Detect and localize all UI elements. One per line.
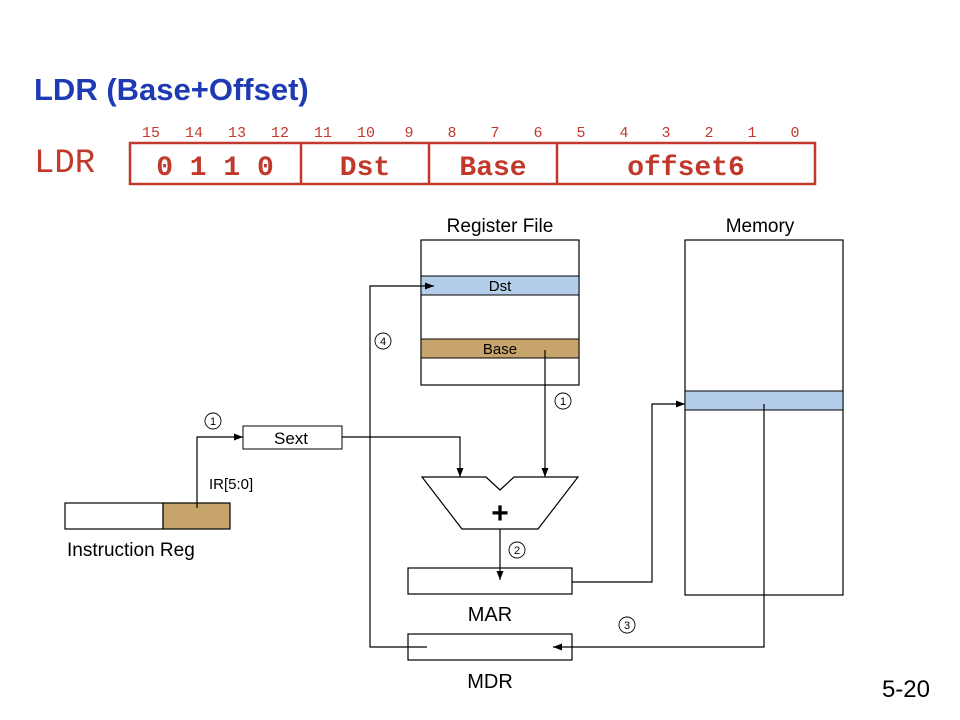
step-label: 1: [210, 416, 216, 428]
bit-number-9: 9: [404, 125, 413, 142]
base-register-label: Base: [483, 341, 517, 358]
slide-title: LDR (Base+Offset): [34, 72, 309, 107]
adder-shape: [420, 476, 580, 530]
sext-label: Sext: [274, 429, 308, 448]
bit-number-3: 3: [661, 125, 670, 142]
wire-memory-to-mdr: [553, 404, 765, 651]
register-file: Register File Dst Base: [420, 216, 580, 386]
field-opcode: 0 1 1 0: [156, 153, 274, 184]
encoding-mnemonic: LDR: [34, 145, 95, 183]
bit-number-12: 12: [271, 125, 289, 142]
bit-number-8: 8: [447, 125, 456, 142]
instruction-register: IR[5:0] Instruction Reg: [64, 476, 253, 561]
step-label: 4: [380, 336, 386, 348]
bit-number-10: 10: [357, 125, 375, 142]
step-label: 3: [624, 620, 630, 632]
wire-sext-to-adder: [342, 436, 464, 477]
encoding-box: [128, 141, 817, 186]
ir-field-label: IR[5:0]: [209, 476, 253, 493]
step-label: 1: [560, 396, 566, 408]
step-marker-4: [374, 332, 392, 350]
register-file-box: [420, 239, 580, 386]
step-marker-1-ir: [204, 412, 222, 430]
wire-mdr-to-dst: [369, 282, 434, 648]
step-marker-3: [618, 616, 636, 634]
bit-number-6: 6: [533, 125, 542, 142]
bit-number-13: 13: [228, 125, 246, 142]
adder-symbol: +: [491, 497, 509, 530]
bit-number-5: 5: [576, 125, 585, 142]
instruction-reg-label: Instruction Reg: [67, 540, 195, 561]
field-offset6: offset6: [627, 153, 745, 184]
step-label: 2: [514, 545, 520, 557]
bit-number-11: 11: [314, 125, 332, 142]
field-dst: Dst: [340, 153, 390, 184]
encoding-fields: 0 1 1 0 Dst Base offset6: [128, 141, 817, 186]
wire-mar-to-memory: [572, 400, 685, 583]
mdr-register: [407, 633, 573, 661]
register-file-label: Register File: [447, 216, 554, 237]
base-register: [420, 338, 580, 359]
instruction-reg-box: [64, 502, 164, 530]
mdr-label: MDR: [467, 671, 513, 693]
bit-number-14: 14: [185, 125, 203, 142]
mar-register: [407, 567, 573, 595]
step-marker-2: [508, 541, 526, 559]
field-base: Base: [459, 153, 526, 184]
dst-register-label: Dst: [489, 278, 512, 295]
bit-number-2: 2: [704, 125, 713, 142]
bit-numbers: 15 14 13 12 11 10 9 8 7 6 5 4 3 2 1 0: [142, 125, 800, 142]
wires: [196, 282, 765, 651]
wire-ir-to-sext: [196, 433, 243, 508]
slide-number: 5-20: [881, 676, 930, 703]
bit-number-15: 15: [142, 125, 160, 142]
bit-number-4: 4: [619, 125, 628, 142]
bit-number-7: 7: [490, 125, 499, 142]
bit-number-1: 1: [747, 125, 756, 142]
memory-label: Memory: [726, 216, 795, 237]
step-marker-1-base: [554, 392, 572, 410]
step-markers: 1 1 2 3 4: [204, 332, 636, 634]
adder: +: [420, 476, 580, 530]
bit-number-0: 0: [790, 125, 799, 142]
mar-label: MAR: [468, 604, 512, 626]
